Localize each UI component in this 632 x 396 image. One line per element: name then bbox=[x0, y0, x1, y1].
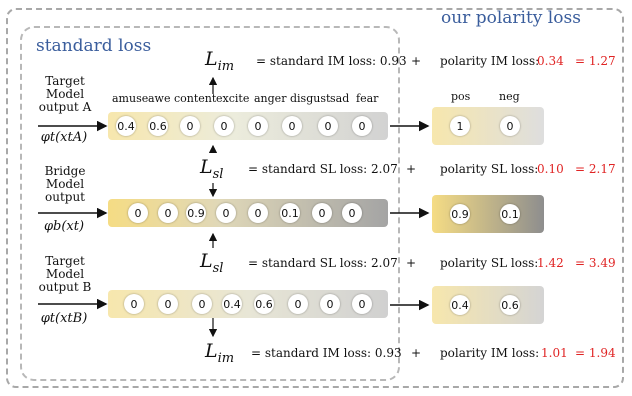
sl-polarity-loss-label: polarity SL loss: bbox=[440, 162, 539, 176]
im-standard-loss-text: = standard IM loss: 0.93 bbox=[256, 54, 407, 68]
value-circle: 0 bbox=[352, 294, 372, 314]
phi-b-function: φb(xt) bbox=[43, 219, 85, 234]
plus-sign: + bbox=[411, 54, 422, 68]
im-total-loss: = 1.94 bbox=[575, 346, 616, 360]
value-circle: 0.6 bbox=[254, 294, 274, 314]
value-circle: 0.4 bbox=[116, 116, 136, 136]
value-circle: 0.1 bbox=[280, 203, 300, 223]
plus-sign: + bbox=[411, 346, 422, 360]
emotion-label-content: content bbox=[174, 92, 217, 105]
standard-loss-frame bbox=[20, 26, 400, 381]
value-circle: 0 bbox=[282, 116, 302, 136]
polarity-circle: 0.1 bbox=[500, 204, 520, 224]
value-circle: 0 bbox=[248, 203, 268, 223]
value-circle: 0 bbox=[180, 116, 200, 136]
target-b-polarity-bar: 0.4 0.6 bbox=[432, 286, 544, 324]
bridge-polarity-bar: 0.9 0.1 bbox=[432, 195, 544, 233]
sl-polarity-loss-value: 0.10 bbox=[537, 162, 564, 176]
value-circle: 0 bbox=[288, 294, 308, 314]
value-circle: 0 bbox=[312, 203, 332, 223]
sl-loss-symbol: Lsl bbox=[200, 156, 224, 182]
target-b-distribution-bar: 0 0 0 0.4 0.6 0 0 0 bbox=[108, 290, 388, 318]
value-circle: 0 bbox=[214, 116, 234, 136]
polarity-circle: 0.9 bbox=[450, 204, 470, 224]
sl-polarity-loss-value: 1.42 bbox=[537, 256, 564, 270]
value-circle: 0 bbox=[318, 116, 338, 136]
emotion-label-disgust: disgust bbox=[290, 92, 331, 105]
phi-t-a-function: φt(xtA) bbox=[40, 130, 88, 145]
im-loss-symbol: Lim bbox=[205, 340, 235, 366]
polarity-label-neg: neg bbox=[499, 90, 520, 103]
plus-sign: + bbox=[406, 256, 417, 270]
value-circle: 0 bbox=[128, 203, 148, 223]
value-circle: 0 bbox=[124, 294, 144, 314]
im-standard-loss-text: = standard IM loss: 0.93 bbox=[251, 346, 402, 360]
emotion-label-awe: awe bbox=[148, 92, 171, 105]
phi-t-b-function: φt(xtB) bbox=[40, 311, 88, 326]
polarity-loss-frame bbox=[6, 8, 624, 388]
polarity-label-pos: pos bbox=[451, 90, 471, 103]
value-circle: 0 bbox=[158, 203, 178, 223]
sl-polarity-loss-label: polarity SL loss: bbox=[440, 256, 539, 270]
polarity-loss-title: our polarity loss bbox=[441, 8, 581, 28]
value-circle: 0 bbox=[248, 116, 268, 136]
polarity-circle: 1 bbox=[450, 116, 470, 136]
im-polarity-loss-label: polarity IM loss: bbox=[440, 54, 540, 68]
target-a-distribution-bar: 0.4 0.6 0 0 0 0 0 0 bbox=[108, 112, 388, 140]
bridge-distribution-bar: 0 0 0.9 0 0 0.1 0 0 bbox=[108, 199, 388, 227]
emotion-label-amuse: amuse bbox=[112, 92, 149, 105]
polarity-circle: 0.4 bbox=[450, 295, 470, 315]
sl-standard-loss-text: = standard SL loss: 2.07 bbox=[248, 256, 398, 270]
value-circle: 0 bbox=[158, 294, 178, 314]
im-loss-symbol: Lim bbox=[205, 48, 235, 74]
plus-sign: + bbox=[406, 162, 417, 176]
polarity-circle: 0.6 bbox=[500, 295, 520, 315]
value-circle: 0 bbox=[320, 294, 340, 314]
value-circle: 0.9 bbox=[186, 203, 206, 223]
value-circle: 0 bbox=[192, 294, 212, 314]
value-circle: 0.4 bbox=[222, 294, 242, 314]
sl-total-loss: = 3.49 bbox=[575, 256, 616, 270]
target-a-polarity-bar: 1 0 bbox=[432, 107, 544, 145]
emotion-label-fear: fear bbox=[356, 92, 379, 105]
emotion-label-anger: anger bbox=[254, 92, 287, 105]
im-polarity-loss-value: 1.01 bbox=[541, 346, 568, 360]
sl-standard-loss-text: = standard SL loss: 2.07 bbox=[248, 162, 398, 176]
emotion-label-sad: sad bbox=[330, 92, 350, 105]
value-circle: 0 bbox=[342, 203, 362, 223]
standard-loss-title: standard loss bbox=[36, 36, 152, 56]
im-polarity-loss-value: 0.34 bbox=[537, 54, 564, 68]
im-total-loss: = 1.27 bbox=[575, 54, 616, 68]
sl-total-loss: = 2.17 bbox=[575, 162, 616, 176]
im-polarity-loss-label: polarity IM loss: bbox=[440, 346, 540, 360]
value-circle: 0 bbox=[216, 203, 236, 223]
polarity-circle: 0 bbox=[500, 116, 520, 136]
emotion-label-excite: excite bbox=[216, 92, 250, 105]
value-circle: 0.6 bbox=[148, 116, 168, 136]
value-circle: 0 bbox=[352, 116, 372, 136]
sl-loss-symbol: Lsl bbox=[200, 250, 224, 276]
